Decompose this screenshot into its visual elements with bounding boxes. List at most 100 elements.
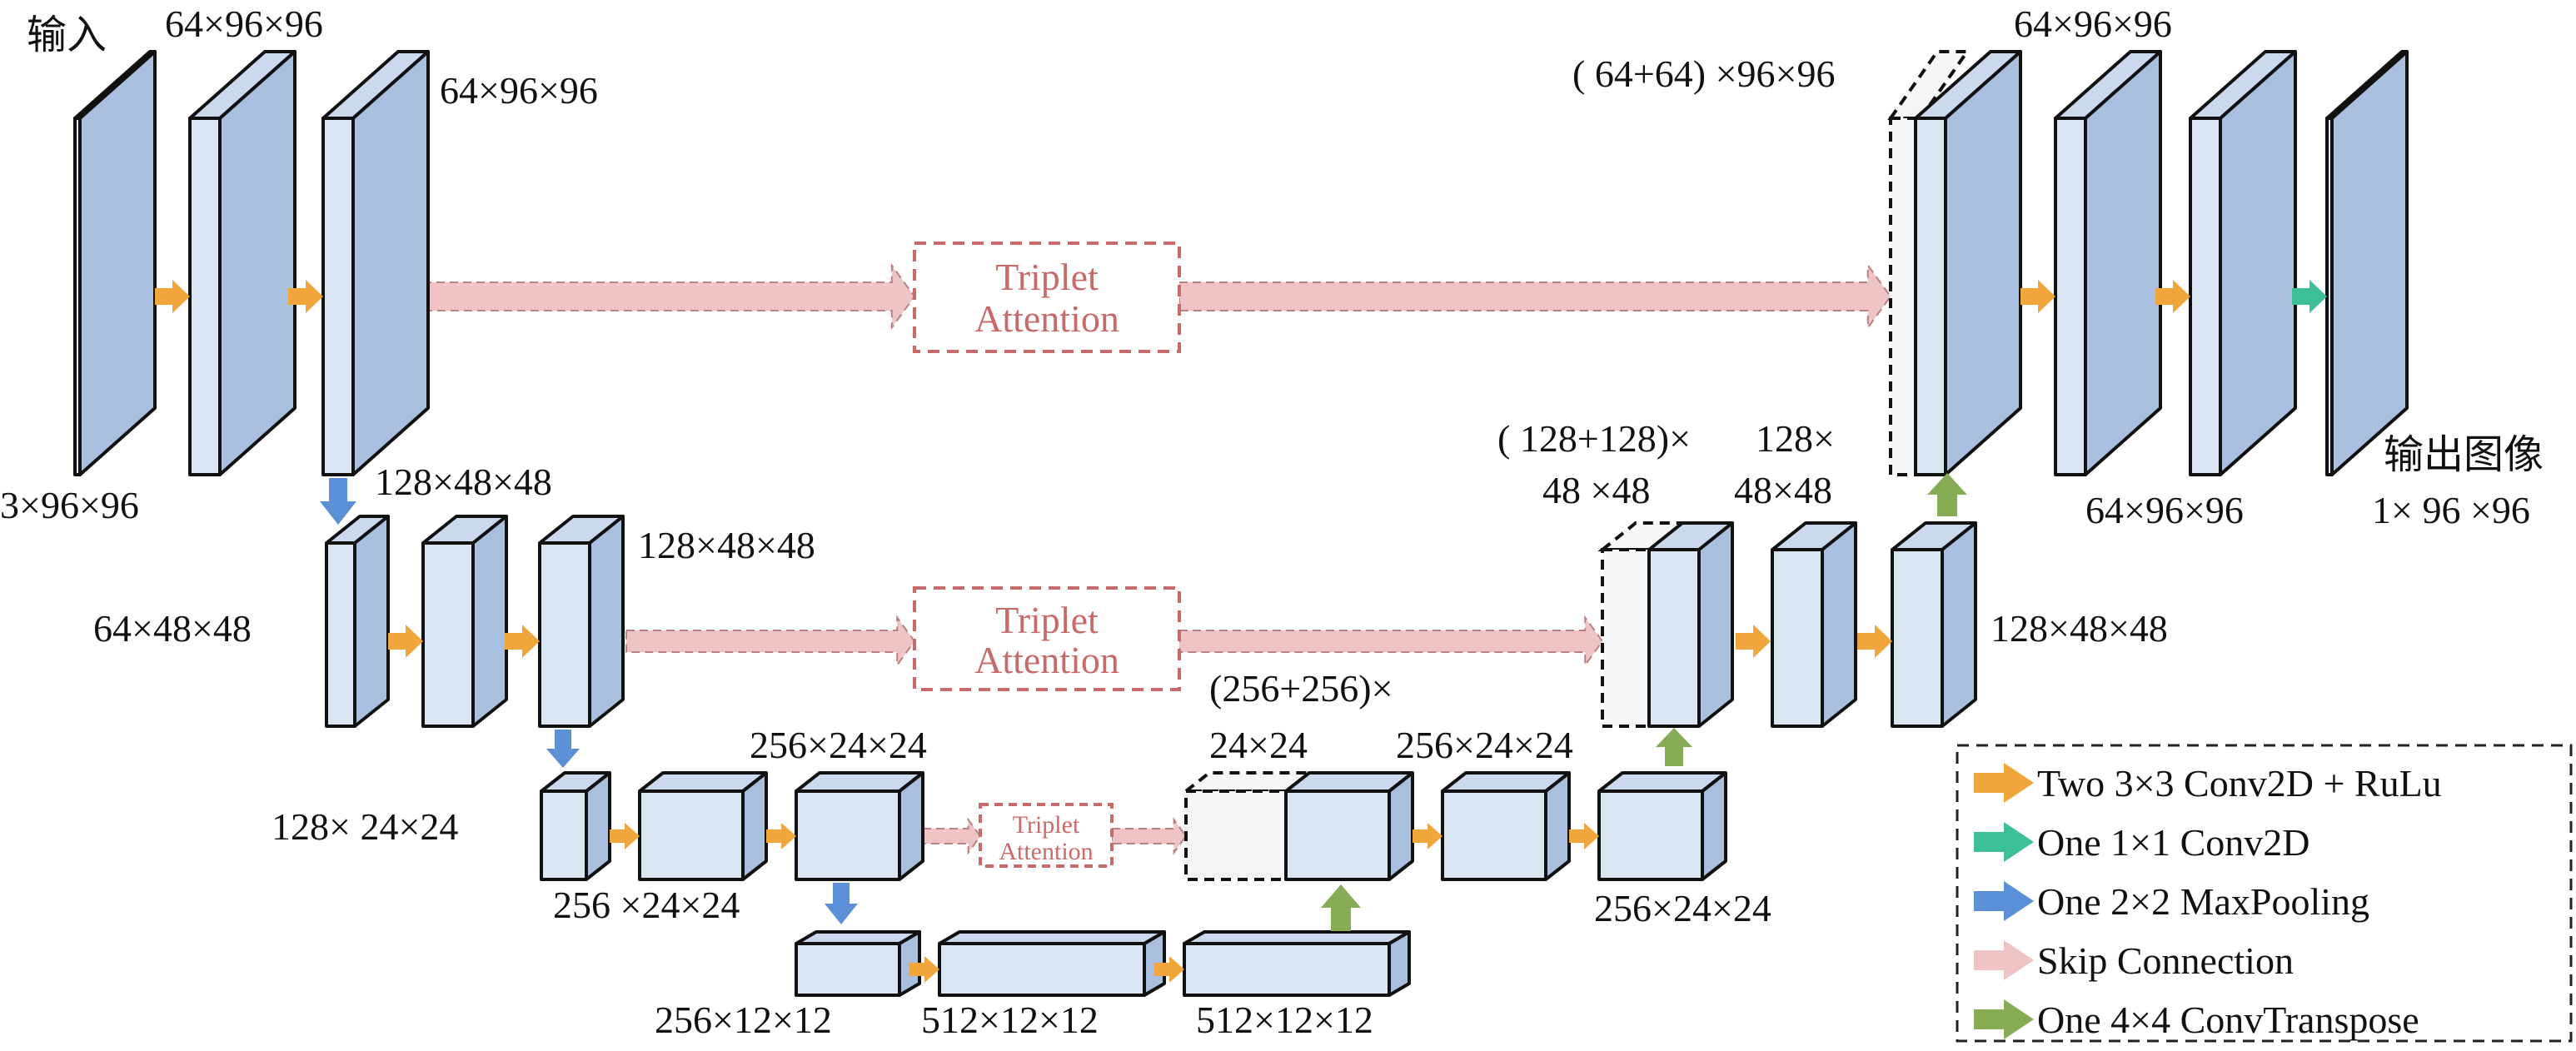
dec1-block-a [2054,50,2162,476]
attention-label: Attention [974,639,1119,681]
bottle-block-a [938,930,1166,997]
dec2-block-up [1647,521,1734,728]
dec2-block-a [1771,521,1857,728]
blue-arrow-icon [1974,881,2034,921]
attention-label: Attention [974,297,1119,340]
attention-label: Triplet [995,256,1099,298]
enc2-block-a [421,515,508,728]
conv-arrow [1736,625,1771,658]
dec2-ghost-block [1597,521,1691,728]
conv-arrow [1857,625,1892,658]
dim-label: 512×12×12 [1196,999,1373,1041]
convtranspose-arrow [1656,728,1692,766]
dim-label: 256 ×24×24 [553,884,740,926]
conv-arrow [1154,956,1184,983]
legend-label: One 4×4 ConvTranspose [2037,999,2419,1041]
conv-arrow [505,625,540,658]
dim-label: 24×24 [1209,724,1308,766]
dim-label: ( 64+64) ×96×96 [1572,52,1835,95]
dec2-block-b [1891,521,1977,728]
dim-label: 1× 96 ×96 [2372,489,2530,531]
dim-label: 64×96×96 [2085,489,2244,531]
dim-label: 128× [1756,417,1835,460]
dim-label: 256×12×12 [655,999,832,1041]
conv-arrow [766,823,796,849]
legend-item: Skip Connection [1974,939,2294,982]
skip-arrow-2a [625,615,916,668]
dim-label: 128× 24×24 [272,805,458,848]
maxpool-arrow [825,883,858,924]
legend-item: Two 3×3 Conv2D + RuLu [1974,762,2442,804]
dim-label: 64×96×96 [2014,2,2172,45]
skip-arrow-3a [922,817,982,855]
dim-label: 256×24×24 [1594,887,1771,929]
enc2-block-b [538,515,625,728]
enc1-block-a [188,50,296,476]
dim-label: 256×24×24 [1396,724,1573,766]
legend-item: One 2×2 MaxPooling [1974,880,2369,923]
enc1-block-b [321,50,430,476]
dec3-block-b [1597,771,1727,881]
dec3-block-up [1284,771,1414,881]
conv-arrow [155,280,190,313]
dim-label: ( 128+128)× [1497,417,1691,460]
enc3-block-b [795,771,924,881]
attention-label: Triplet [1013,811,1080,839]
conv-arrow [2020,280,2055,313]
legend-item: One 1×1 Conv2D [1974,821,2309,864]
teal-arrow-icon [1974,822,2034,862]
triplet-attention-box-1: Triplet Attention [913,242,1181,353]
enc2-block-in [325,515,390,728]
legend-label: Two 3×3 Conv2D + RuLu [2037,762,2442,804]
legend-label: One 1×1 Conv2D [2037,821,2309,864]
legend-item: One 4×4 ConvTranspose [1974,999,2419,1041]
dec1-block-up [1914,50,2022,476]
conv-arrow [1569,823,1599,849]
maxpool-arrow [546,730,580,768]
dim-label: 512×12×12 [921,999,1099,1041]
attention-label: Attention [999,838,1093,865]
attention-label: Triplet [995,599,1099,641]
dim-label: 256×24×24 [750,724,927,766]
skip-arrow-2b [1178,615,1604,668]
dim-label: 128×48×48 [375,461,552,503]
skip-arrow-1a [422,262,916,331]
green-arrow-icon [1974,999,2034,1039]
convtranspose-arrow [1927,473,1967,516]
conv1x1-arrow [2292,280,2327,313]
conv-arrow [388,625,423,658]
dim-label: 48×48 [1734,469,1832,511]
output-block [2325,50,2409,476]
input-label: 输入 [27,13,107,57]
dec3-ghost-block [1181,771,1318,881]
conv-arrow [2155,280,2190,313]
pink-arrow-icon [1974,940,2034,980]
dim-label: 128×48×48 [1991,607,2168,650]
dec3-block-a [1441,771,1571,881]
legend-label: Skip Connection [2037,939,2294,982]
conv-arrow [288,280,323,313]
dim-label: 64×96×96 [440,69,598,112]
triplet-attention-box-3: Triplet Attention [979,803,1114,868]
convtranspose-arrow [1321,884,1361,931]
enc3-block-in [540,771,611,881]
legend-frame [1956,744,2573,1043]
triplet-attention-box-2: Triplet Attention [913,586,1181,691]
skip-arrow-1b [1178,262,1892,331]
bottle-block-b [1183,930,1411,997]
conv-arrow [610,823,640,849]
conv-arrow [1413,823,1442,849]
maxpool-arrow [320,478,356,525]
enc3-block-a [638,771,768,881]
dim-label: 64×48×48 [93,607,252,650]
dim-label: (256+256)× [1209,667,1393,710]
dim-label: 3×96×96 [0,484,139,526]
dim-label: 128×48×48 [638,524,815,566]
input-block [73,50,157,476]
orange-arrow-icon [1974,763,2034,803]
output-label: 输出图像 [2384,433,2544,477]
bottle-block-in [795,930,921,997]
skip-arrow-3b [1111,817,1188,855]
